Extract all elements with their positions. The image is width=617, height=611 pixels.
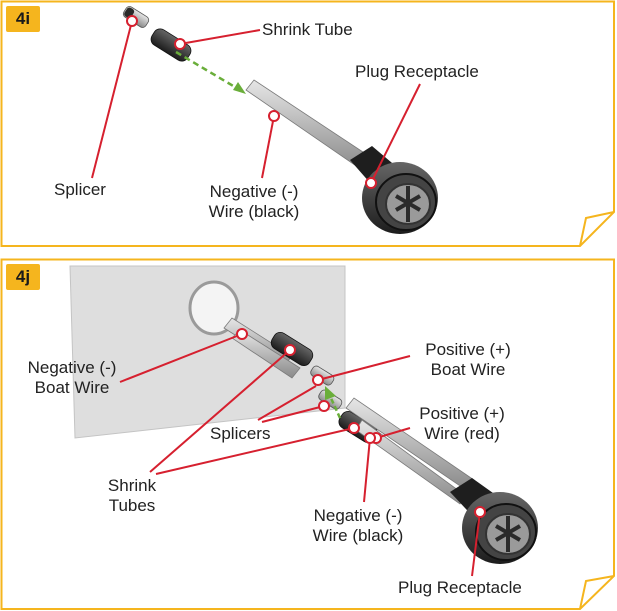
callout-dot-plug-receptacle <box>474 506 486 518</box>
label-negative-wire: Negative (-) Wire (black) <box>196 182 312 222</box>
label-negative-wire-line2: Wire (black) <box>312 526 404 545</box>
label-positive-wire-line2: Wire (red) <box>424 424 500 443</box>
label-negative-boat-wire-line2: Boat Wire <box>34 378 110 397</box>
step-badge-4j: 4j <box>6 264 40 290</box>
callout-dot-negative-wire <box>268 110 280 122</box>
callout-dot-splicers <box>318 400 330 412</box>
shrink-tube-part <box>150 28 192 62</box>
label-positive-wire: Positive (+) Wire (red) <box>404 404 520 444</box>
callout-line-splicer <box>91 20 133 179</box>
label-plug-receptacle: Plug Receptacle <box>398 578 522 597</box>
callout-line-splicers-a <box>257 385 317 421</box>
label-shrink-tube: Shrink Tube <box>262 20 353 39</box>
step-badge-4i: 4i <box>6 6 40 32</box>
callouts-4i <box>91 15 421 189</box>
page-fold <box>579 575 615 610</box>
boat-panel <box>69 265 346 439</box>
callout-line-shrink-tubes-a <box>149 349 291 473</box>
insert-arrowhead <box>325 386 336 400</box>
label-shrink-tubes-line2: Tubes <box>108 496 156 515</box>
label-positive-boat-wire-line2: Boat Wire <box>430 360 506 379</box>
callout-dot-shrink-tubes-upper <box>284 344 296 356</box>
label-negative-boat-wire: Negative (-) Boat Wire <box>14 358 130 398</box>
label-splicer: Splicer <box>54 180 106 199</box>
insert-arrowhead <box>233 82 246 94</box>
callout-line-negative-boat-wire <box>119 333 243 383</box>
step-4i-panel: 4i Shrink Tube Plug Receptacle Splicer N… <box>0 0 617 248</box>
page-fold <box>579 211 615 247</box>
label-shrink-tubes-line1: Shrink <box>107 476 157 495</box>
callout-line-positive-boat-wire <box>317 355 411 381</box>
label-positive-boat-wire-line1: Positive (+) <box>425 340 511 359</box>
label-negative-wire-line1: Negative (-) <box>313 506 403 525</box>
boat-panel-hole <box>188 280 240 336</box>
callout-line-splicers-b <box>261 405 325 423</box>
step-4j-panel: 4j Negative (-) Boat Wire Positive (+) B… <box>0 258 617 611</box>
callout-line-plug-receptacle <box>370 83 421 184</box>
callouts-4j <box>119 328 486 577</box>
insert-arrow <box>175 50 241 92</box>
label-negative-wire: Negative (-) Wire (black) <box>300 506 416 546</box>
callout-line-plug-receptacle <box>471 511 481 577</box>
label-positive-wire-line1: Positive (+) <box>419 404 505 423</box>
callout-dot-negative-boat-wire <box>236 328 248 340</box>
label-splicers: Splicers <box>210 424 271 443</box>
plug-receptacle-part <box>350 146 438 234</box>
callout-line-shrink-tubes-b <box>155 427 355 475</box>
callout-dot-shrink-tube <box>174 38 186 50</box>
step-4j-illustration <box>0 258 615 610</box>
label-plug-receptacle: Plug Receptacle <box>355 62 479 81</box>
step-4i-illustration <box>0 0 615 247</box>
label-positive-boat-wire: Positive (+) Boat Wire <box>410 340 526 380</box>
label-negative-wire-line2: Wire (black) <box>208 202 300 221</box>
callout-line-negative-wire <box>261 115 275 179</box>
label-negative-wire-line1: Negative (-) <box>209 182 299 201</box>
callout-line-shrink-tube <box>179 29 261 45</box>
insert-arrow <box>328 395 342 419</box>
callout-dot-shrink-tubes-lower <box>348 422 360 434</box>
callout-dot-plug-receptacle <box>365 177 377 189</box>
label-negative-boat-wire-line1: Negative (-) <box>27 358 117 377</box>
callout-dot-negative-wire <box>364 432 376 444</box>
callout-line-negative-wire <box>363 437 371 503</box>
label-shrink-tubes: Shrink Tubes <box>100 476 164 516</box>
callout-dot-positive-boat-wire <box>312 374 324 386</box>
callout-dot-splicer <box>126 15 138 27</box>
